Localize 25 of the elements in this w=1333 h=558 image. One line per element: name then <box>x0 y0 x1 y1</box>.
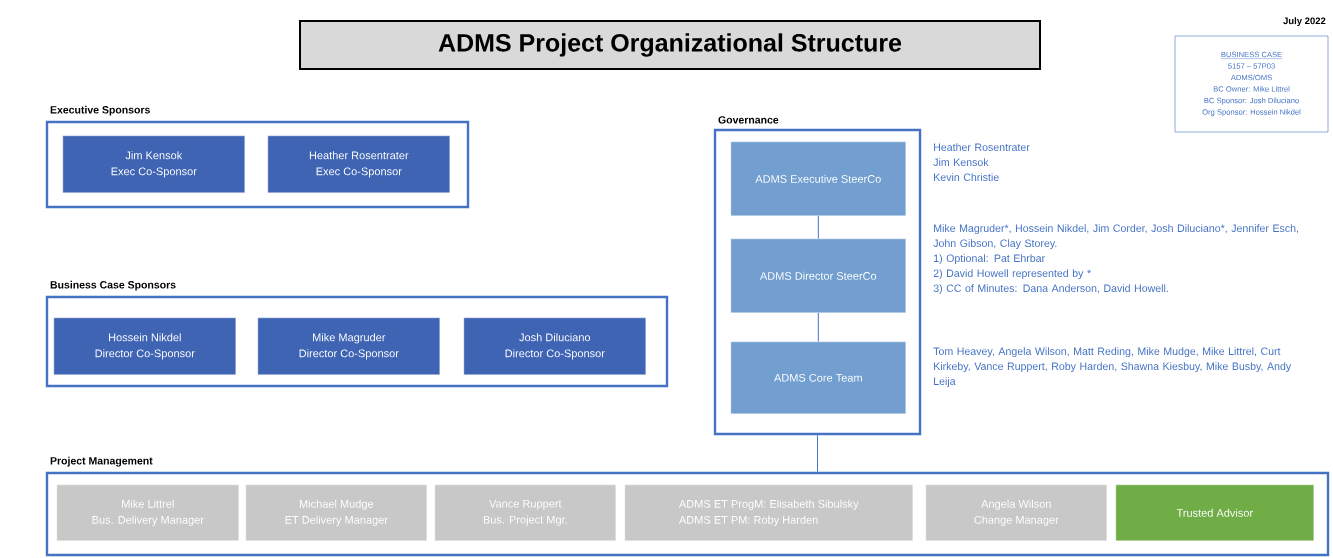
person-box: Jim Kensok Exec Co-Sponsor <box>62 135 245 193</box>
person-box: Josh Diluciano Director Co-Sponsor <box>463 317 646 375</box>
node-label: Business Case Sponsors <box>50 280 176 291</box>
node-label: Project Management <box>50 456 153 467</box>
title-box: ADMS Project Organizational Structure <box>299 20 1041 70</box>
node-label: Governance <box>718 116 779 124</box>
node-label: Mike Magruder*, Hossein Nikdel, Jim Corder, Josh Diluciano*, Jennifer Esch, John Gibson, Clay Storey. <box>933 224 1299 250</box>
committee-box: ADMS Director SteerCo <box>730 238 906 313</box>
committee-box: ADMS Core Team <box>730 341 906 414</box>
date-label: July 2022 <box>1283 17 1326 27</box>
committee-box: ADMS Executive SteerCo <box>730 141 906 216</box>
connector-line <box>817 215 819 240</box>
connector-line <box>817 312 819 343</box>
connector-line <box>817 434 818 473</box>
node-label: 2) David Howell represented by * <box>933 269 1091 280</box>
person-box: Mike Magruder Director Co-Sponsor <box>257 317 440 375</box>
node-label: Executive Sponsors <box>50 105 150 116</box>
member-list: Heather Rosentrater Jim Kensok Kevin Christie <box>933 143 1030 181</box>
person-box: Hossein Nikdel Director Co-Sponsor <box>53 317 236 375</box>
node-label: 1) Optional: Pat Ehrbar <box>934 254 1045 265</box>
person-box: Heather Rosentrater Exec Co-Sponsor <box>267 135 450 193</box>
member-list: Mike Magruder*, Hossein Nikdel, Jim Corder, Josh Diluciano*, Jennifer Esch, John Gibson, Clay Storey. 1) Optional: Pat Ehrbar 2) David Howell represented by * 3) CC of Minutes: Dana Anderson, David Howell. <box>933 224 1299 295</box>
advisor-box: Trusted Advisor <box>1115 484 1314 541</box>
node-label: 3) CC of Minutes: Dana Anderson, David Howell. <box>933 284 1168 295</box>
member-list: Tom Heavey, Angela Wilson, Matt Reding, Mike Mudge, Mike Littrel, Curt Kirkeby, Vance Ruppert, Roby Harden, Shawna Kiesbuy, Mike Busby, Andy Leija <box>933 347 1292 388</box>
